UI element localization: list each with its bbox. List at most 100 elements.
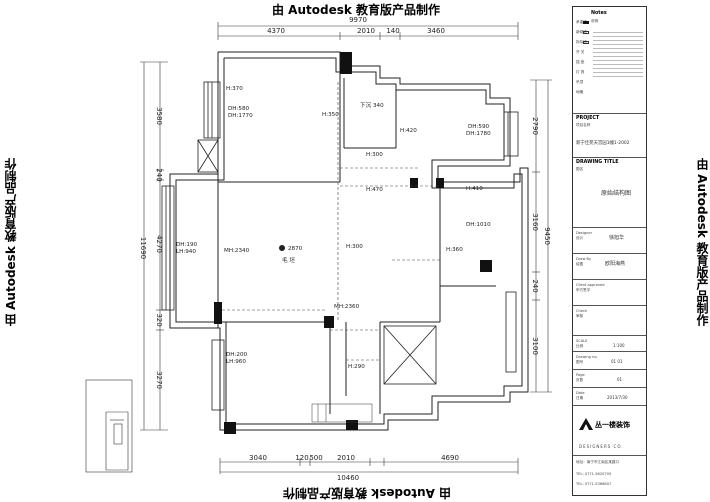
label-dh580: DH:580: [228, 106, 250, 112]
legend-item: 吊顶: [576, 80, 584, 84]
designer-name: 徐旭华: [609, 235, 625, 241]
dim-left: 240: [155, 168, 163, 181]
dim-bottom: 120: [295, 454, 308, 462]
legend-item: 灯 具: [576, 70, 585, 74]
walls: [169, 51, 529, 431]
dim-left-overall: 11690: [139, 237, 147, 259]
label-h410: H:410: [466, 186, 483, 192]
drawn-head: Draw By: [576, 257, 592, 261]
label-h360: H:360: [446, 247, 463, 253]
page-sub: 页数: [576, 378, 584, 382]
label-maopei: 毛 坯: [282, 256, 295, 264]
legend-item: 承重墙: [576, 20, 587, 24]
company-section: 丛一楼装饰 DESIGNERS CO.: [573, 405, 646, 449]
shafts: [197, 139, 437, 385]
dim-right: 2790: [531, 117, 539, 135]
dim-left: 320: [155, 313, 163, 326]
legend-item: 地暖: [576, 90, 584, 94]
company-tel: TEL: 0771-5620705: [576, 472, 612, 476]
drawn-section: Draw By 绘图 欧阳海燕: [573, 253, 646, 267]
dim-right-overall: 9450: [543, 227, 551, 245]
scale-value: 1:100: [613, 343, 625, 348]
legend-item: 插 座: [576, 60, 585, 64]
dim-bottom-overall: 10460: [337, 474, 359, 482]
scale-section: SCALE 比例 1:100: [573, 335, 646, 348]
label-h350: H:350: [322, 112, 339, 118]
watermark-right: 由 Autodesk 教育版产品制作: [695, 158, 709, 327]
label-dh190: DH:190: [176, 242, 198, 248]
project-name: 新宁佳苑天宫园1幢1-2002: [576, 141, 630, 146]
label-dh1010: DH:1010: [466, 222, 491, 228]
check-sub: 审核: [576, 314, 584, 318]
load-wall-swatch: [583, 21, 589, 24]
date-sub: 日期: [576, 396, 584, 400]
dim-top: 3460: [427, 27, 445, 35]
drawing-title-sub: 图名: [576, 167, 584, 171]
dimension-lines: [140, 22, 552, 474]
company-logo-icon: [579, 418, 593, 430]
dim-top: 4370: [267, 27, 285, 35]
designer-section: Designer 设计 徐旭华: [573, 227, 646, 241]
contact-section: 地址：南宁市江南区某路口 TEL: 0771-5620705 TEL: 0771…: [573, 455, 646, 486]
dim-bottom: 500: [309, 454, 322, 462]
drawing-no-head: Drawing no.: [576, 355, 598, 359]
project-section: PROJECT 项目名称 新宁佳苑天宫园1幢1-2002: [573, 113, 646, 146]
legend-item: 新砌墙: [576, 30, 587, 34]
approved-head: Client approved: [576, 283, 605, 287]
label-mh2360: MH:2360: [334, 304, 360, 310]
scale-head: SCALE: [576, 339, 588, 343]
date-section: Date 日期 2013/7/30: [573, 387, 646, 400]
drawing-no-section: Drawing no. 图号 01 01: [573, 351, 646, 364]
dim-right: 3100: [531, 337, 539, 355]
drawing-no-sub: 图号: [576, 360, 584, 364]
scale-sub: 比例: [576, 344, 584, 348]
drawing-title-section: DRAWING TITLE 图名 原始结构图: [573, 157, 646, 197]
label-dh200: DH:200: [226, 352, 248, 358]
label-lh940: LH:940: [176, 249, 196, 255]
page-section: Page 页数 01: [573, 369, 646, 382]
notes-lines: [593, 29, 643, 79]
dim-right: 240: [531, 279, 539, 292]
label-dh1770: DH:1770: [228, 113, 253, 119]
dim-bottom: 3040: [249, 454, 267, 462]
designer-head: Designer: [576, 231, 593, 235]
page-value: 01: [617, 377, 623, 382]
approved-section: Client approved 甲方签字: [573, 279, 646, 292]
label-dh1780: DH:1780: [466, 131, 491, 137]
label-xiachen: 下沉 340: [360, 101, 384, 109]
company-en: DESIGNERS CO.: [579, 444, 624, 449]
dim-bottom: 4690: [441, 454, 459, 462]
date-value: 2013/7/30: [607, 395, 628, 400]
room-labels: H:370 DH:580 DH:1770 H:350 下沉 340 H:420 …: [176, 86, 491, 370]
project-sub: 项目名称: [576, 123, 591, 127]
title-block: Notes 说明 承重墙 新砌墙 拆除墙 开 关 插 座 灯 具 吊顶 地暖 P…: [572, 6, 647, 496]
dim-bottom: 2010: [337, 454, 355, 462]
company-name: 丛一楼装饰: [595, 421, 630, 429]
ceiling-height-marker: [279, 245, 285, 251]
demolish-wall-swatch: [583, 41, 589, 44]
label-h290: H:290: [348, 364, 365, 370]
check-head: Check: [576, 309, 588, 313]
watermark-top: 由 Autodesk 教育版产品制作: [272, 3, 441, 17]
dim-left: 3580: [155, 107, 163, 125]
stairs: [311, 403, 373, 423]
legend-item: 开 关: [576, 50, 585, 54]
label-mh2340: MH:2340: [224, 248, 250, 254]
check-section: Check 审核: [573, 305, 646, 318]
new-wall-swatch: [583, 31, 589, 34]
label-lh960: LH:960: [226, 359, 246, 365]
designer-sub: 设计: [576, 236, 584, 240]
legend-item: 拆除墙: [576, 40, 587, 44]
label-h470: H:470: [366, 187, 383, 193]
drawing-no-value: 01 01: [611, 359, 623, 364]
label-h300: H:300: [366, 152, 383, 158]
dim-top-overall: 9970: [349, 16, 367, 24]
dim-left: 4270: [155, 235, 163, 253]
project-head: PROJECT: [576, 116, 600, 121]
notes-subtitle: 说明: [591, 19, 599, 23]
label-h370: H:370: [226, 86, 243, 92]
label-h300b: H:300: [346, 244, 363, 250]
page-head: Page: [576, 373, 585, 377]
drawn-sub: 绘图: [576, 262, 584, 266]
